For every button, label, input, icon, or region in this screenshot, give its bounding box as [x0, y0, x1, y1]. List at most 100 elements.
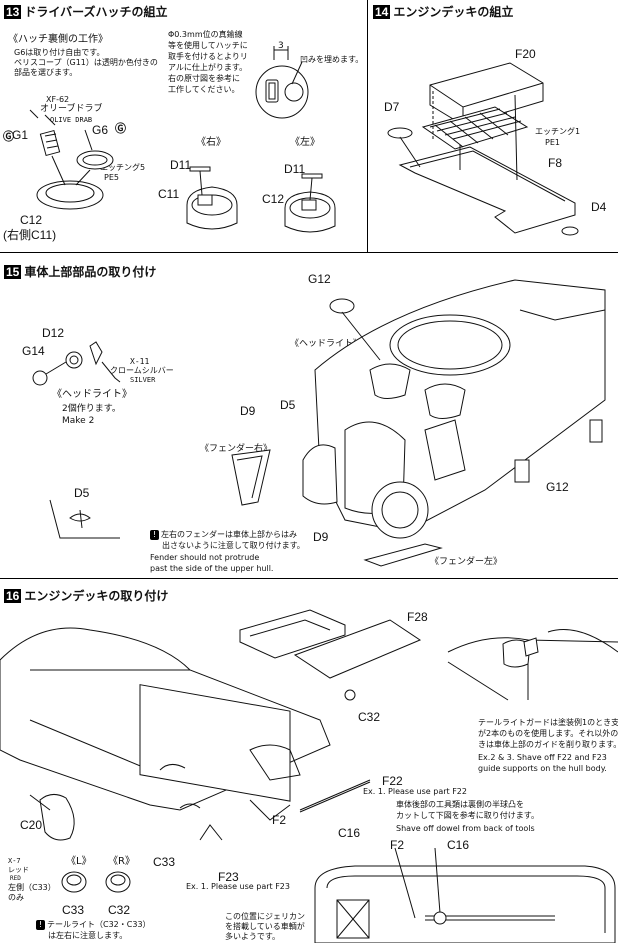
fill-dent-note: 凹みを埋めます。	[300, 55, 364, 64]
taillight-guide-jp1: テールライトガードは塗装例1のとき支持	[478, 718, 618, 727]
step-number: 16	[4, 588, 22, 603]
step-title: 車体上部部品の取り付け	[24, 265, 157, 279]
wire-note-3: 取手を付けるとよりリ	[168, 52, 248, 61]
right-side-label: 《右》	[196, 137, 226, 148]
silver-paint-code: X-11	[130, 357, 150, 366]
fender-left-illustration	[363, 543, 443, 567]
f23-note: Ex. 1. Please use part F23	[186, 882, 290, 891]
part-label-g1: G1	[12, 128, 29, 142]
step-number: 15	[4, 264, 22, 279]
red-paint-scope: 左側（C33）	[8, 883, 56, 892]
part-label-g12-top: G12	[308, 272, 331, 286]
tools-note-jp2: カットして下図を参考に取り付けます。	[396, 811, 539, 820]
part-label-c32-main: C32	[358, 710, 381, 724]
part-label-f2-main: F2	[272, 813, 287, 827]
taillight-warning: !テールライト（C32・C33）	[36, 920, 151, 930]
silver-paint-en: SILVER	[130, 376, 156, 384]
engine-deck-illustration	[387, 62, 579, 236]
divider-h1	[0, 252, 618, 253]
taillight-detail-illustration	[61, 871, 131, 893]
f22-note: Ex. 1. Please use part F22	[363, 787, 467, 796]
wire-note-2: 等を使用してハッチに	[168, 41, 248, 50]
part-label-c33-main: C33	[153, 855, 176, 869]
part-label-c12: C12	[20, 213, 43, 227]
part-label-c12-alt: (右側C11)	[3, 228, 57, 242]
section-15-header: 15 車体上部部品の取り付け	[4, 263, 156, 280]
divider-top-vertical	[367, 0, 368, 252]
part-label-f22: F22	[382, 774, 403, 788]
dimension-label: 3	[278, 41, 284, 51]
taillight-guide-jp3: きは車体上部のガイドを削り取ります。	[478, 740, 618, 749]
part-label-d5-a: D5	[280, 398, 296, 412]
taillight-guide-en1: Ex.2 & 3. Shave off F22 and F23	[478, 753, 607, 762]
tools-note-jp1: 車体後部の工具類は裏側の半球凸を	[396, 800, 524, 809]
part-label-c20: C20	[20, 818, 43, 832]
jerrycan-note-3: 多いようです。	[225, 932, 281, 941]
hatch-note-1: G6は取り付け自由です。	[14, 48, 105, 57]
hatch-left-illustration	[284, 173, 336, 233]
taillight-guide-jp2: が2本のものを使用します。それ以外のと	[478, 729, 618, 738]
r-label: 《R》	[108, 856, 135, 867]
wire-note-5: 右の原寸図を参考に	[168, 74, 240, 83]
taillight-warning-2: は左右に注意します。	[48, 931, 128, 940]
part-label-c16-main: C16	[338, 826, 361, 840]
d5-detail-illustration	[49, 499, 120, 539]
hatch-underside-illustration	[29, 109, 114, 210]
section-16-header: 16 エンジンデッキの取り付け	[4, 587, 168, 604]
fender-warning-en2: past the side of the upper hull.	[150, 564, 274, 573]
part-label-d9-b: D9	[313, 530, 329, 544]
wire-note-4: アルに仕上がります。	[168, 63, 248, 72]
red-paint-jp: レッド	[8, 866, 29, 874]
section-13-header: 13 ドライバーズハッチの組立	[4, 3, 168, 20]
tool-placement-illustration	[314, 847, 616, 943]
paint-name-jp: オリーブドラブ	[40, 104, 103, 114]
wire-note-1: Φ0.3mm位の真鍮線	[168, 30, 243, 39]
part-label-f2-detail: F2	[390, 838, 405, 852]
section-14-header: 14 エンジンデッキの組立	[373, 3, 513, 20]
part-label-f8: F8	[548, 156, 563, 170]
part-label-g14: G14	[22, 344, 45, 358]
part-label-d4: D4	[591, 200, 607, 214]
fender-warning-en1: Fender should not protrude	[150, 553, 260, 562]
headlight-make-jp: 2個作ります。	[62, 404, 121, 414]
clear-part-icon: Ⓖ	[3, 130, 14, 143]
step-number: 14	[373, 4, 391, 19]
divider-h2	[0, 578, 618, 579]
taillight-guide-detail-illustration	[447, 629, 618, 701]
wire-note-6: 工作してください。	[168, 85, 240, 94]
etching-label: エッチング5	[100, 163, 146, 172]
hatch-note-2: ペリスコープ（G11）は透明か色付きの	[14, 58, 158, 67]
part-label-d11-right: D11	[170, 158, 192, 172]
fender-left-label: 《フェンダー左》	[430, 557, 503, 567]
etching-1-label: エッチング1	[535, 127, 581, 136]
etching-code: PE5	[104, 173, 119, 182]
hatch-note-3: 部品を選びます。	[14, 68, 78, 77]
part-label-c32-detail: C32	[108, 903, 131, 917]
step-title: ドライバーズハッチの組立	[24, 5, 168, 19]
jerrycan-note-1: この位置にジェリカン	[225, 912, 305, 921]
part-label-g6: G6	[92, 123, 109, 137]
headlight-title: 《ヘッドライト》	[52, 389, 132, 400]
fender-warning-jp2: 出さないように注意して取り付けます。	[162, 541, 305, 550]
headlight-callout: 《ヘッドライト》	[290, 339, 363, 349]
part-label-c11: C11	[158, 187, 180, 201]
part-label-c16-detail: C16	[447, 838, 470, 852]
clear-part-icon-2: Ⓖ	[115, 122, 126, 135]
warning-icon: !	[36, 920, 45, 930]
silver-paint-jp: クロームシルバー	[110, 366, 174, 375]
part-label-f28: F28	[407, 610, 428, 624]
etching-1-code: PE1	[545, 138, 560, 147]
part-label-d7: D7	[384, 100, 400, 114]
paint-code: XF-62	[46, 95, 70, 104]
warning-text-jp1: 左右のフェンダーは車体上部からはみ	[161, 530, 297, 539]
part-label-c33-detail: C33	[62, 903, 85, 917]
red-paint-en: RED	[10, 875, 21, 882]
part-label-d12: D12	[42, 326, 65, 340]
part-label-d11-left: D11	[284, 162, 306, 176]
fender-warning-jp1: !左右のフェンダーは車体上部からはみ	[150, 530, 297, 540]
part-label-f20: F20	[515, 47, 536, 61]
part-label-c12-left: C12	[262, 192, 285, 206]
upper-hull-illustration	[302, 279, 606, 539]
left-side-label: 《左》	[290, 137, 320, 148]
step-title: エンジンデッキの取り付け	[24, 589, 169, 603]
